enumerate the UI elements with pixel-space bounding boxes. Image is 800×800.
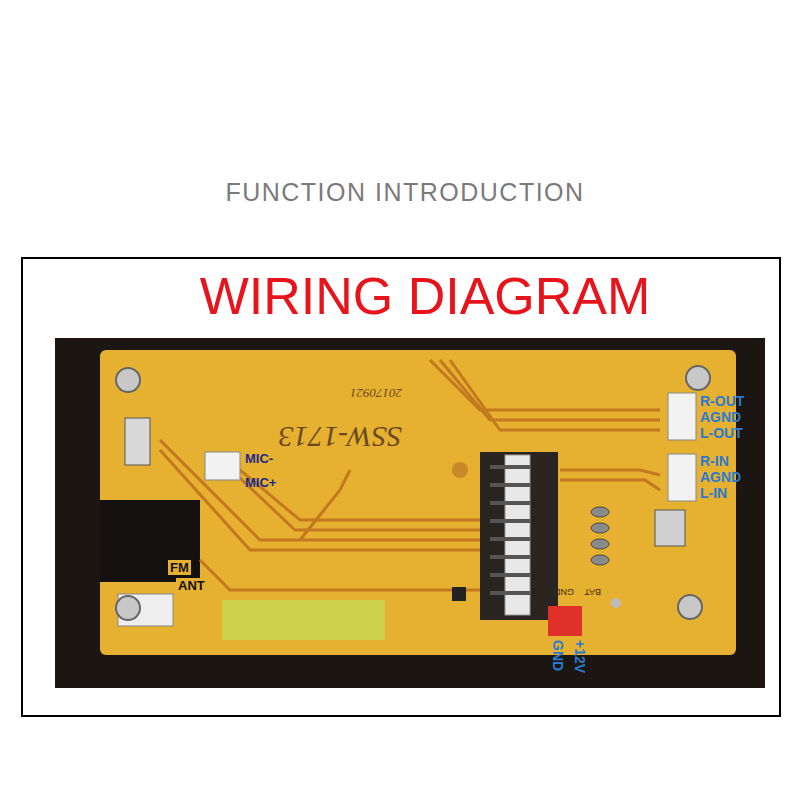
pin-name: MIC+ [245, 476, 276, 489]
pin-name: ANT [176, 578, 207, 593]
diagram-heading: WIRING DIAGRAM [200, 270, 651, 322]
chip [452, 587, 466, 601]
pin-name: R-IN [700, 454, 729, 468]
input-connector [668, 454, 696, 501]
board-marking: SSW-1713 [278, 422, 402, 452]
pin-name: AGND [700, 410, 741, 424]
capacitors [591, 507, 609, 565]
pin-name: +12V [573, 640, 587, 673]
pin-name: AGND [700, 470, 741, 484]
lcd-strip [222, 600, 385, 640]
header-pins [490, 465, 530, 595]
pin-name: L-OUT [700, 426, 743, 440]
output-connector [668, 393, 696, 440]
board-date: 20170921 [350, 387, 402, 400]
pin-name: MIC- [245, 452, 273, 465]
frame [22, 258, 780, 716]
pin-name: FM [168, 560, 191, 575]
screws [116, 366, 710, 620]
pin-name: GND [551, 640, 565, 671]
page-title: FUNCTION INTRODUCTION [225, 180, 584, 205]
traces [160, 360, 660, 590]
board-marking: BAT [584, 587, 601, 596]
mic-connector [205, 452, 240, 480]
board-marking: GND [554, 587, 574, 596]
via [452, 462, 468, 478]
photo-ground [55, 338, 765, 688]
pcb [100, 350, 736, 655]
power-connector [548, 606, 582, 636]
cutout [100, 500, 200, 582]
pin-name: L-IN [700, 486, 727, 500]
pin-header-small [125, 418, 150, 465]
pin-header-small [655, 510, 685, 546]
pin-name: R-OUT [700, 394, 744, 408]
solder-pad [611, 598, 621, 608]
module [480, 452, 558, 620]
